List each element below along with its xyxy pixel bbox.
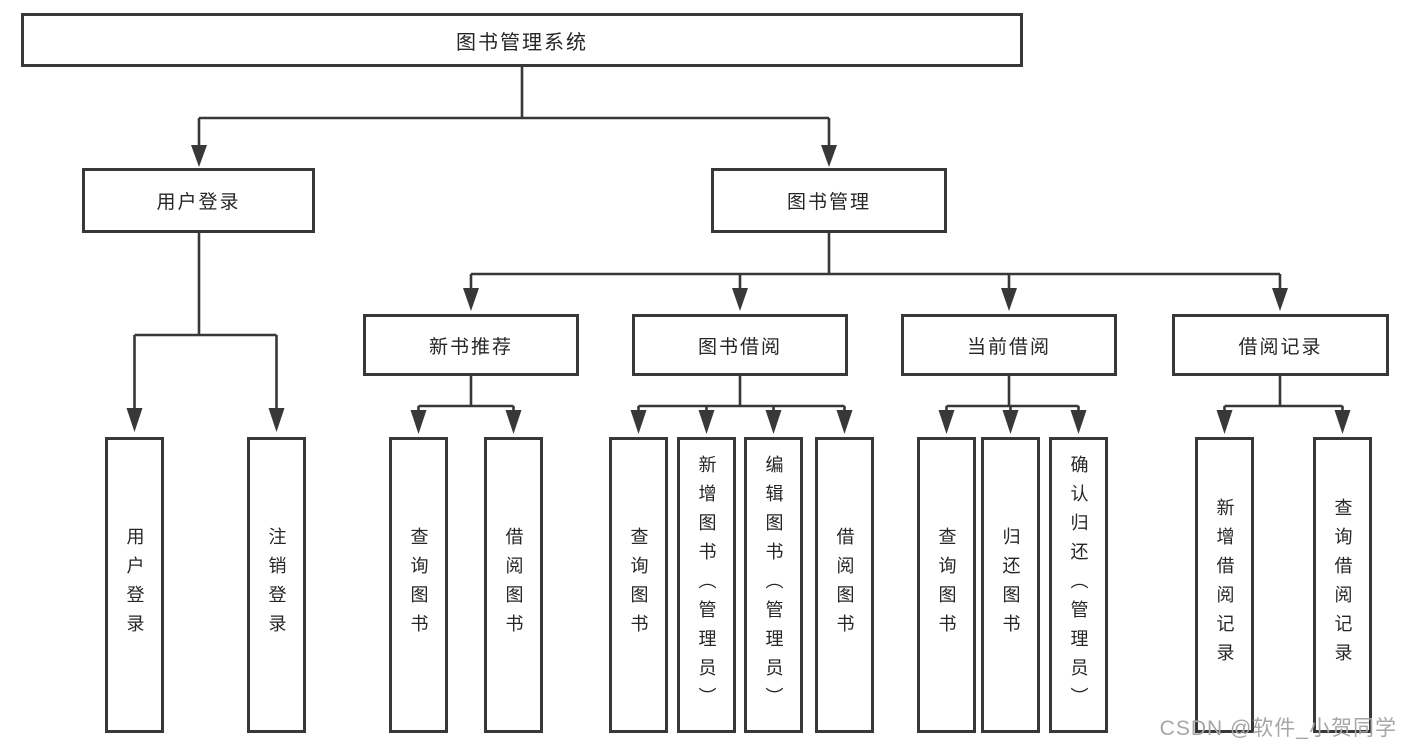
node-label: 新增借阅记录 (1214, 498, 1235, 672)
node-label: 归还图书 (1000, 527, 1021, 643)
node-label: 新书推荐 (428, 336, 513, 358)
leaf-add-borrow-record: 新增借阅记录 (1195, 437, 1254, 733)
connector-borrowing-records-to-leaves (1216, 376, 1351, 434)
node-user-login: 用户登录 (82, 168, 315, 233)
node-label: 查询图书 (408, 527, 429, 643)
leaf-query-borrow-record: 查询借阅记录 (1313, 437, 1372, 733)
node-label: 借阅记录 (1238, 336, 1323, 358)
node-label: 查询借阅记录 (1332, 498, 1353, 672)
leaf-query-books: 查询图书 (389, 437, 448, 733)
node-borrowing-records: 借阅记录 (1172, 314, 1389, 376)
leaf-query-books: 查询图书 (609, 437, 668, 733)
node-label: 用户登录 (156, 192, 241, 213)
leaf-return-books: 归还图书 (981, 437, 1040, 733)
node-label: 借阅图书 (834, 527, 855, 643)
node-book-borrowing: 图书借阅 (632, 314, 848, 376)
node-label: 查询图书 (936, 527, 957, 643)
leaf-confirm-return-admin: 确认归还（管理员） (1049, 437, 1108, 733)
connector-book-management-to-level3 (463, 233, 1288, 311)
node-label: 图书借阅 (697, 336, 782, 358)
node-label: 当前借阅 (966, 336, 1051, 358)
connector-current-borrowing-to-leaves (938, 376, 1087, 434)
node-label: 确认归还（管理员） (1068, 454, 1089, 716)
leaf-logout-login: 注销登录 (247, 437, 306, 733)
node-label: 用户登录 (124, 527, 145, 643)
node-label: 新增图书（管理员） (696, 454, 717, 716)
node-current-borrowing: 当前借阅 (901, 314, 1117, 376)
node-label: 注销登录 (266, 527, 287, 643)
leaf-borrow-books: 借阅图书 (815, 437, 874, 733)
leaf-add-book-admin: 新增图书（管理员） (677, 437, 736, 733)
node-label: 编辑图书（管理员） (763, 454, 784, 716)
node-new-book-recommend: 新书推荐 (363, 314, 579, 376)
node-book-management: 图书管理 (711, 168, 947, 233)
node-label: 查询图书 (628, 527, 649, 643)
connector-new-book-recommend-to-leaves (410, 376, 522, 434)
node-label: 借阅图书 (503, 527, 524, 643)
leaf-borrow-books: 借阅图书 (484, 437, 543, 733)
connector-book-borrowing-to-leaves (630, 376, 853, 434)
leaf-edit-book-admin: 编辑图书（管理员） (744, 437, 803, 733)
leaf-query-books: 查询图书 (917, 437, 976, 733)
node-label: 图书管理系统 (456, 31, 588, 54)
node-label: 图书管理 (786, 192, 871, 213)
connector-root-to-level2 (191, 67, 837, 167)
leaf-user-login: 用户登录 (105, 437, 164, 733)
csdn-watermark: CSDN @软件_小贺同学 (1159, 717, 1397, 740)
connector-user-login-to-leaves (126, 233, 285, 432)
node-library-management-system: 图书管理系统 (21, 13, 1023, 67)
